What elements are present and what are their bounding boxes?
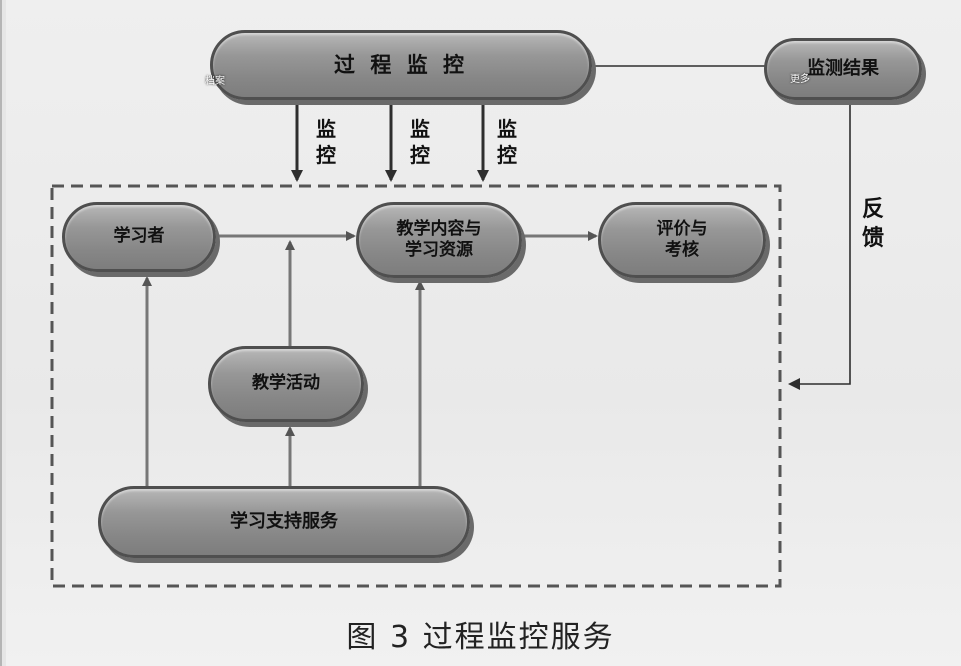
node-evaluation: 评价与 考核: [598, 202, 766, 278]
overlay-right-text: 更多: [790, 74, 810, 85]
node-content-resources: 教学内容与 学习资源: [356, 202, 522, 278]
page-edge: [0, 0, 2, 666]
node-learner: 学习者: [62, 202, 216, 272]
node-monitoring-results: 监测结果: [764, 38, 922, 100]
label-monitor-1: 监 控: [316, 117, 336, 167]
label-monitor-2: 监 控: [410, 117, 430, 167]
node-process-monitoring: 过 程 监 控: [210, 30, 592, 100]
service-area-boundary: [50, 184, 782, 588]
label-feedback: 反 馈: [862, 197, 885, 251]
feedback-path: [788, 98, 851, 390]
node-teaching-activities: 教学活动: [208, 346, 364, 422]
node-support-services: 学习支持服务: [98, 486, 470, 558]
label-monitor-3: 监 控: [497, 117, 517, 167]
figure-caption: 图 3 过程监控服务: [346, 620, 615, 655]
overlay-left-text: 档案: [205, 76, 225, 87]
